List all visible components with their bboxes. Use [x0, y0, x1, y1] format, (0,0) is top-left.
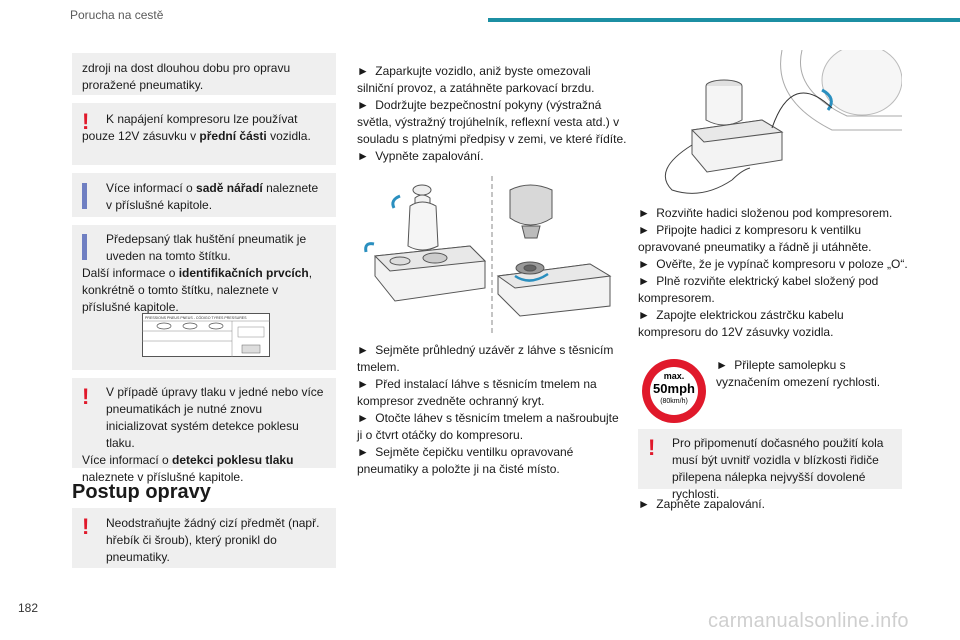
- instructions-parking: ► Zaparkujte vozidlo, aniž byste omezova…: [357, 63, 627, 165]
- warning-icon: !: [82, 384, 90, 409]
- info-icon: [82, 234, 87, 260]
- compressor-connection-illustration: [664, 50, 902, 194]
- info-box-tool-kit: Více informací o sadě nářadí naleznete v…: [72, 173, 336, 217]
- instruction-step: ► Přilepte samolepku s vyznačením omezen…: [716, 358, 881, 389]
- header-accent-rule: [488, 18, 960, 22]
- instruction-step: ► Plně rozviňte elektrický kabel složený…: [638, 274, 879, 305]
- warning-icon: !: [82, 109, 90, 134]
- site-watermark: carmanualsonline.info: [708, 610, 909, 632]
- note-box-continued: zdroji na dost dlouhou dobu pro opravu p…: [72, 53, 336, 95]
- instruction-step: ► Před instalací láhve s těsnicím tmelem…: [357, 377, 597, 408]
- note-text: zdroji na dost dlouhou dobu pro opravu p…: [82, 61, 291, 92]
- speed-limit-sticker: max. 50mph (80km/h): [642, 359, 706, 423]
- instruction-step: ► Sejměte čepičku ventilku opravované pn…: [357, 445, 574, 476]
- instruction-step: ► Zapojte elektrickou zástrčku kabelu ko…: [638, 308, 844, 339]
- warning-text: K napájení kompresoru lze používat pouze…: [82, 112, 311, 143]
- instruction-sticker: ► Přilepte samolepku s vyznačením omezen…: [716, 357, 896, 391]
- info-box-tyre-pressure: Předepsaný tlak huštění pneumatik je uve…: [72, 225, 336, 370]
- warning-box-12v-socket: ! K napájení kompresoru lze používat pou…: [72, 103, 336, 165]
- warning-icon: !: [82, 514, 90, 539]
- instruction-ignition-on: ► Zapněte zapalování.: [638, 496, 908, 513]
- tyre-pressure-label-illustration: PRESSIONS PNEUS PNEUS - CÓDIGO TYRES PRE…: [142, 313, 270, 357]
- warning-box-speed-sticker: ! Pro připomenutí dočasného použití kola…: [638, 429, 902, 501]
- warning-text-more: Více informací o detekci poklesu tlaku n…: [82, 453, 294, 484]
- info-text: Předepsaný tlak huštění pneumatik je uve…: [106, 232, 307, 263]
- instructions-sealant: ► Sejměte průhledný uzávěr z láhve s těs…: [357, 342, 627, 478]
- section-heading-repair-procedure: Postup opravy: [72, 481, 211, 503]
- instruction-step: ► Zapněte zapalování.: [638, 497, 765, 511]
- page-number: 182: [18, 601, 39, 615]
- sticker-line-kmh: (80km/h): [660, 398, 688, 405]
- sticker-line-max: max.: [664, 371, 685, 381]
- instruction-step: ► Otočte láhev s těsnicím tmelem a našro…: [357, 411, 619, 442]
- instruction-step: ► Ověřte, že je vypínač kompresoru v pol…: [638, 257, 908, 271]
- info-text: Více informací o sadě nářadí naleznete v…: [106, 181, 319, 212]
- instructions-compressor: ► Rozviňte hadici složenou pod kompresor…: [638, 205, 908, 341]
- warning-text: Neodstraňujte žádný cizí předmět (např. …: [106, 516, 320, 564]
- instruction-step: ► Dodržujte bezpečnostní pokyny (výstraž…: [357, 98, 627, 146]
- warning-text: V případě úpravy tlaku v jedné nebo více…: [106, 385, 324, 450]
- warning-box-foreign-object: ! Neodstraňujte žádný cizí předmět (např…: [72, 508, 336, 568]
- instruction-step: ► Vypněte zapalování.: [357, 149, 484, 163]
- page-header-title: Porucha na cestě: [70, 8, 164, 22]
- info-icon: [82, 183, 87, 209]
- warning-box-pressure-adjust: ! V případě úpravy tlaku v jedné nebo ví…: [72, 378, 336, 484]
- warning-text: Pro připomenutí dočasného použití kola m…: [672, 436, 884, 501]
- instruction-step: ► Zaparkujte vozidlo, aniž byste omezova…: [357, 64, 595, 95]
- instruction-step: ► Sejměte průhledný uzávěr z láhve s těs…: [357, 343, 614, 374]
- warning-icon: !: [648, 435, 656, 460]
- sticker-line-mph: 50mph: [653, 381, 695, 396]
- label-heading: PRESSIONS PNEUS PNEUS - CÓDIGO TYRES PRE…: [145, 315, 247, 320]
- instruction-step: ► Rozviňte hadici složenou pod kompresor…: [638, 206, 893, 220]
- info-text-more: Další informace o identifikačních prvcíc…: [82, 266, 313, 314]
- instruction-step: ► Připojte hadici z kompresoru k ventilk…: [638, 223, 872, 254]
- sealant-bottle-installation-illustration: [364, 176, 612, 336]
